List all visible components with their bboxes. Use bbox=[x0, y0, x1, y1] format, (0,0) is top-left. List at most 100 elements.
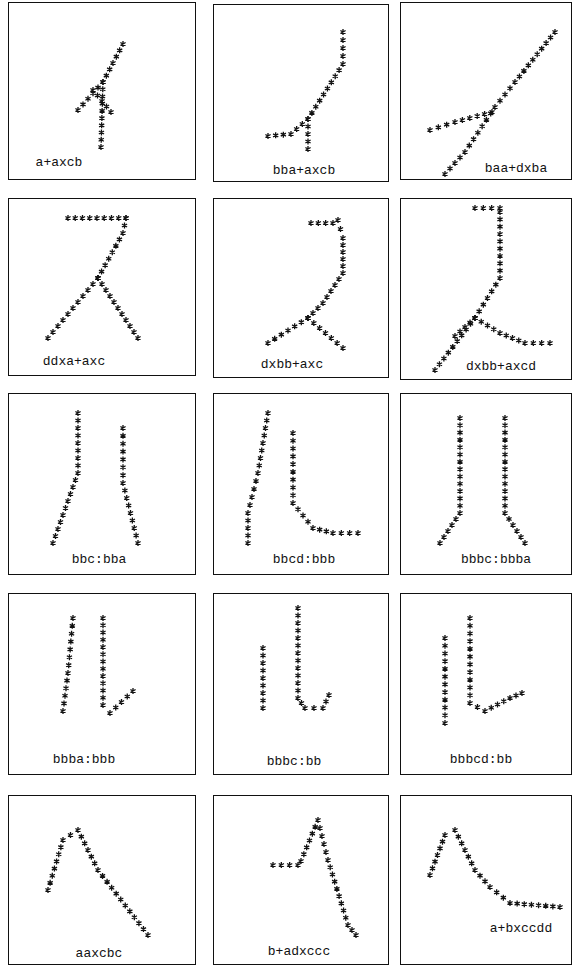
asterisk-mark bbox=[253, 478, 258, 484]
asterisk-mark bbox=[305, 315, 310, 321]
asterisk-mark bbox=[497, 98, 502, 104]
asterisk-mark bbox=[54, 858, 59, 864]
asterisk-mark bbox=[328, 864, 333, 870]
asterisk-mark bbox=[452, 827, 457, 833]
asterisk-mark bbox=[519, 690, 524, 696]
asterisk-mark bbox=[341, 908, 346, 914]
asterisk-mark bbox=[56, 851, 61, 857]
asterisk-mark bbox=[80, 101, 85, 107]
figure-label: bbc:bba bbox=[70, 552, 129, 567]
asterisk-mark bbox=[68, 832, 73, 838]
asterisk-mark bbox=[436, 124, 441, 130]
figure-panel: a+bxccdd bbox=[400, 795, 572, 965]
asterisk-mark bbox=[295, 665, 300, 671]
asterisk-mark bbox=[332, 282, 337, 288]
asterisk-mark bbox=[340, 61, 345, 67]
figure-panel: bbba:bbb bbox=[8, 593, 196, 775]
asterisk-mark bbox=[472, 867, 477, 873]
asterisk-mark bbox=[95, 85, 100, 91]
asterisk-mark bbox=[125, 694, 130, 700]
asterisk-mark bbox=[323, 220, 328, 226]
asterisk-mark bbox=[60, 837, 65, 843]
asterisk-mark bbox=[295, 506, 300, 512]
asterisk-mark bbox=[131, 329, 136, 335]
asterisk-mark bbox=[484, 117, 489, 123]
asterisk-mark bbox=[430, 865, 435, 871]
asterisk-mark bbox=[305, 315, 310, 321]
asterisk-mark bbox=[290, 461, 295, 467]
asterisk-mark bbox=[502, 452, 507, 458]
asterisk-mark bbox=[295, 605, 300, 611]
asterisk-mark bbox=[516, 338, 521, 344]
asterisk-mark bbox=[432, 859, 437, 865]
asterisk-mark bbox=[302, 705, 307, 711]
figure-panel: ddxa+axc bbox=[8, 198, 196, 376]
asterisk-mark bbox=[320, 300, 325, 306]
asterisk-mark bbox=[87, 215, 92, 221]
asterisk-mark bbox=[320, 705, 325, 711]
asterisk-mark bbox=[118, 897, 123, 903]
asterisk-mark bbox=[482, 878, 487, 884]
asterisk-mark bbox=[70, 484, 75, 490]
asterisk-mark bbox=[475, 704, 480, 710]
asterisk-mark bbox=[120, 230, 125, 236]
asterisk-mark bbox=[317, 98, 322, 104]
asterisk-mark bbox=[279, 332, 284, 338]
asterisk-mark bbox=[339, 900, 344, 906]
asterisk-mark bbox=[502, 415, 507, 421]
asterisk-mark bbox=[295, 643, 300, 649]
asterisk-mark bbox=[110, 249, 115, 255]
asterisk-mark bbox=[481, 302, 486, 308]
asterisk-mark bbox=[136, 920, 141, 926]
asterisk-mark bbox=[255, 470, 260, 476]
asterisk-mark bbox=[281, 132, 286, 138]
asterisk-mark bbox=[61, 700, 66, 706]
asterisk-mark bbox=[492, 104, 497, 110]
asterisk-mark bbox=[311, 705, 316, 711]
asterisk-mark bbox=[440, 839, 445, 845]
asterisk-mark bbox=[446, 350, 451, 356]
asterisk-mark bbox=[335, 217, 340, 223]
asterisk-mark bbox=[457, 466, 462, 472]
asterisk-mark bbox=[79, 834, 84, 840]
asterisk-mark bbox=[60, 317, 65, 323]
asterisk-mark bbox=[272, 336, 277, 342]
asterisk-mark bbox=[442, 674, 447, 680]
asterisk-mark bbox=[472, 315, 477, 321]
asterisk-mark bbox=[100, 873, 105, 879]
asterisk-mark bbox=[50, 329, 55, 335]
asterisk-mark bbox=[295, 680, 300, 686]
asterisk-mark bbox=[305, 124, 310, 130]
asterisk-mark bbox=[497, 209, 502, 215]
asterisk-mark bbox=[457, 452, 462, 458]
asterisk-mark bbox=[467, 669, 472, 675]
asterisk-mark bbox=[497, 246, 502, 252]
asterisk-mark bbox=[469, 860, 474, 866]
asterisk-mark bbox=[462, 847, 467, 853]
asterisk-mark bbox=[347, 530, 352, 536]
asterisk-mark bbox=[111, 299, 116, 305]
asterisk-mark bbox=[295, 695, 300, 701]
asterisk-mark bbox=[119, 699, 124, 705]
asterisk-mark bbox=[522, 901, 527, 907]
asterisk-mark bbox=[263, 425, 268, 431]
asterisk-mark bbox=[335, 340, 340, 346]
asterisk-mark bbox=[497, 231, 502, 237]
asterisk-mark bbox=[495, 702, 500, 708]
asterisk-mark bbox=[510, 522, 515, 528]
asterisk-mark bbox=[100, 702, 105, 708]
asterisk-mark bbox=[325, 857, 330, 863]
asterisk-mark bbox=[70, 615, 75, 621]
asterisk-mark bbox=[299, 700, 304, 706]
figure-panel: b+adxccc bbox=[213, 795, 389, 965]
asterisk-mark bbox=[292, 323, 297, 329]
asterisk-mark bbox=[467, 661, 472, 667]
asterisk-mark bbox=[324, 294, 329, 300]
asterisk-mark bbox=[340, 345, 345, 351]
asterisk-mark bbox=[120, 464, 125, 470]
asterisk-mark bbox=[130, 518, 135, 524]
asterisk-mark bbox=[340, 249, 345, 255]
asterisk-mark bbox=[324, 528, 329, 534]
asterisk-mark bbox=[75, 410, 80, 416]
asterisk-mark bbox=[497, 260, 502, 266]
